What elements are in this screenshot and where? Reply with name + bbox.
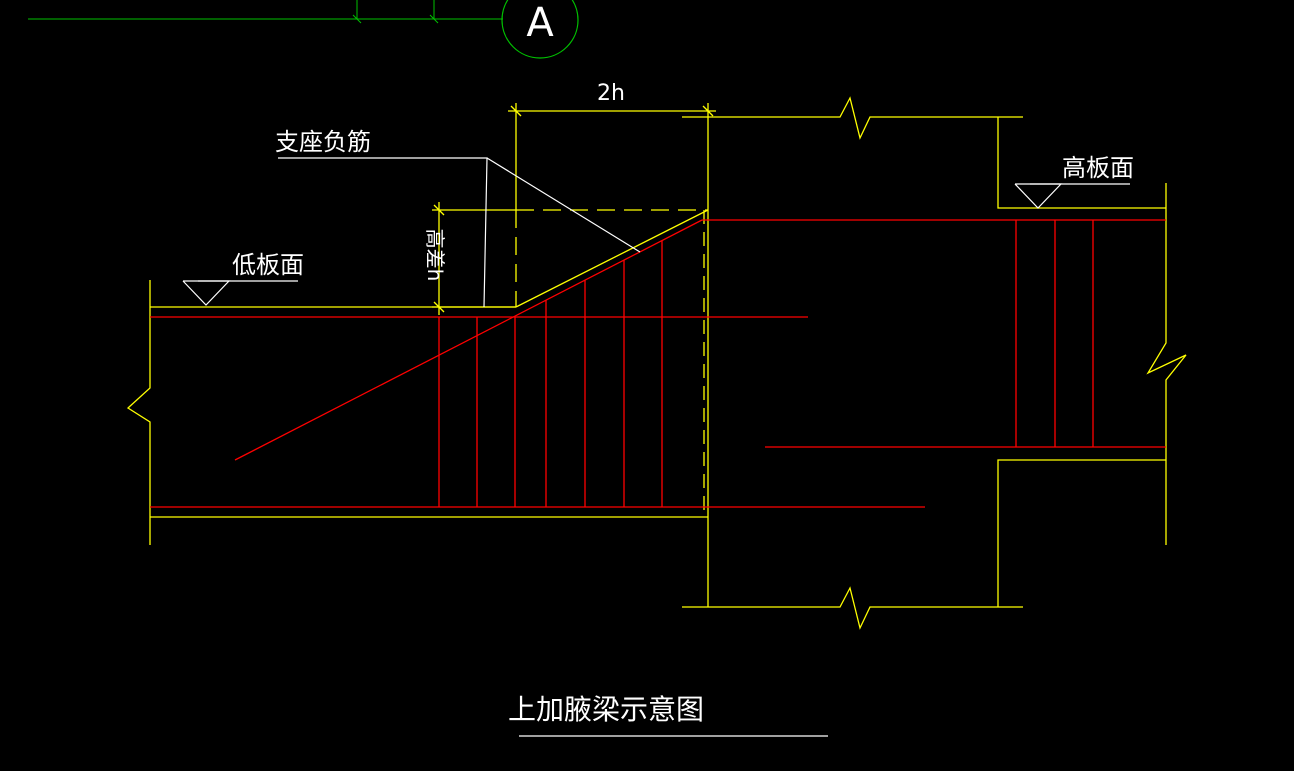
grid-axis-label: A xyxy=(526,0,554,46)
concrete-outline xyxy=(126,96,1187,630)
rebar xyxy=(150,219,1166,508)
figure-title: 上加腋梁示意图 xyxy=(508,693,704,726)
annotations xyxy=(182,157,1130,737)
grid-axis-lines xyxy=(28,0,503,24)
grid-axis-bubble xyxy=(501,0,579,59)
haunch-length-label: 2h xyxy=(597,81,625,106)
low-slab-surface-label: 低板面 xyxy=(232,251,304,279)
support-negative-rebar-label: 支座负筋 xyxy=(275,128,371,156)
height-difference-label: 高差h xyxy=(423,229,447,282)
high-slab-surface-label: 高板面 xyxy=(1062,154,1134,182)
